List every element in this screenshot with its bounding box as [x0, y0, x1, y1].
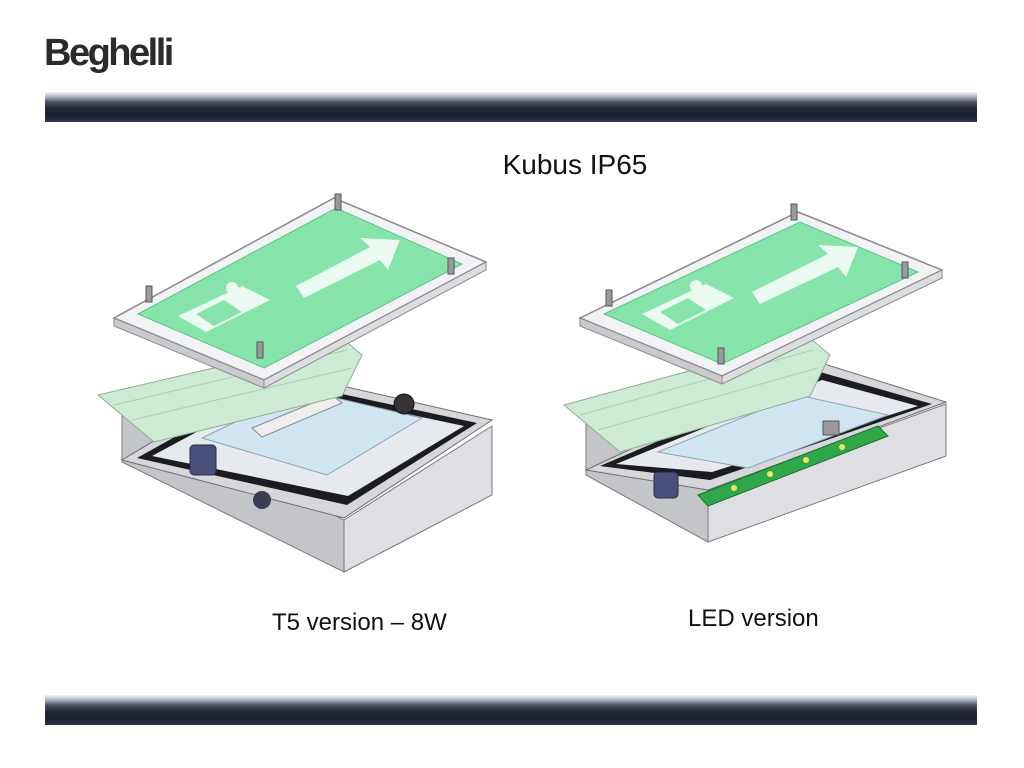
beghelli-logo: Beghelli	[44, 32, 174, 74]
led-exploded-view-image	[558, 190, 958, 580]
header-bar	[45, 92, 977, 122]
slide-title: Kubus IP65	[502, 149, 648, 180]
led-version-caption: LED version	[688, 605, 819, 632]
footer-bar	[45, 695, 977, 725]
t5-exploded-view-image	[92, 190, 502, 580]
t5-version-caption: T5 version – 8W	[272, 609, 447, 636]
